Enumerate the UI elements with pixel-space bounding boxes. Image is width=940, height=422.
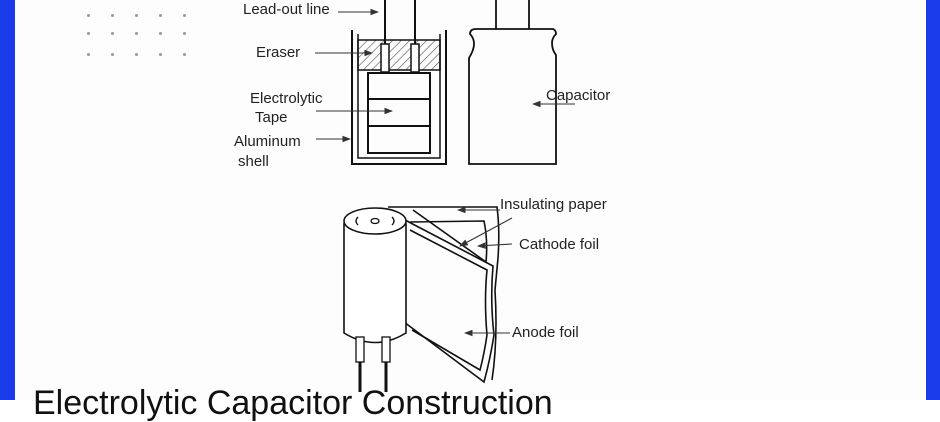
dot [159,32,162,35]
aluminum-shell [351,30,447,165]
dot [87,32,90,35]
frame-border-left [0,0,15,400]
label-aluminum: Aluminum [234,133,301,150]
dot [159,14,162,17]
dot [183,14,186,17]
cylinder-body [343,223,407,344]
capacitor-outline [468,0,557,165]
decorative-dot-grid [80,10,190,60]
dot [183,32,186,35]
dot [87,53,90,56]
dot [111,53,114,56]
cross-section-diagram [351,0,447,165]
cathode-foil-arrow [476,242,513,249]
label-insulating-paper: Insulating paper [500,196,607,213]
dot [135,14,138,17]
label-eraser: Eraser [256,44,301,61]
dot [135,53,138,56]
dot [111,14,114,17]
dot [183,53,186,56]
wound-capacitor-diagram [343,206,500,392]
label-capacitor: Capacitor [546,87,611,104]
dot [159,53,162,56]
capacitor-diagram [315,0,575,392]
dot [111,32,114,35]
frame-border-right [926,0,940,400]
dot [87,14,90,17]
label-lead-out-line: Lead-out line [243,1,330,18]
label-tape: Tape [255,109,288,126]
label-electrolytic: Electrolytic [250,90,323,107]
label-shell: shell [238,153,269,170]
label-cathode-foil: Cathode foil [519,236,600,253]
dot [135,32,138,35]
eraser-hatched [357,39,441,71]
insulating-paper-sheet [388,206,500,381]
cylinder-top [343,207,407,235]
electrolytic-tape [367,72,431,154]
diagram-title: Electrolytic Capacitor Construction [33,384,553,422]
insulating-paper-arrow-2 [459,217,513,247]
label-anode-foil: Anode foil [512,324,579,341]
